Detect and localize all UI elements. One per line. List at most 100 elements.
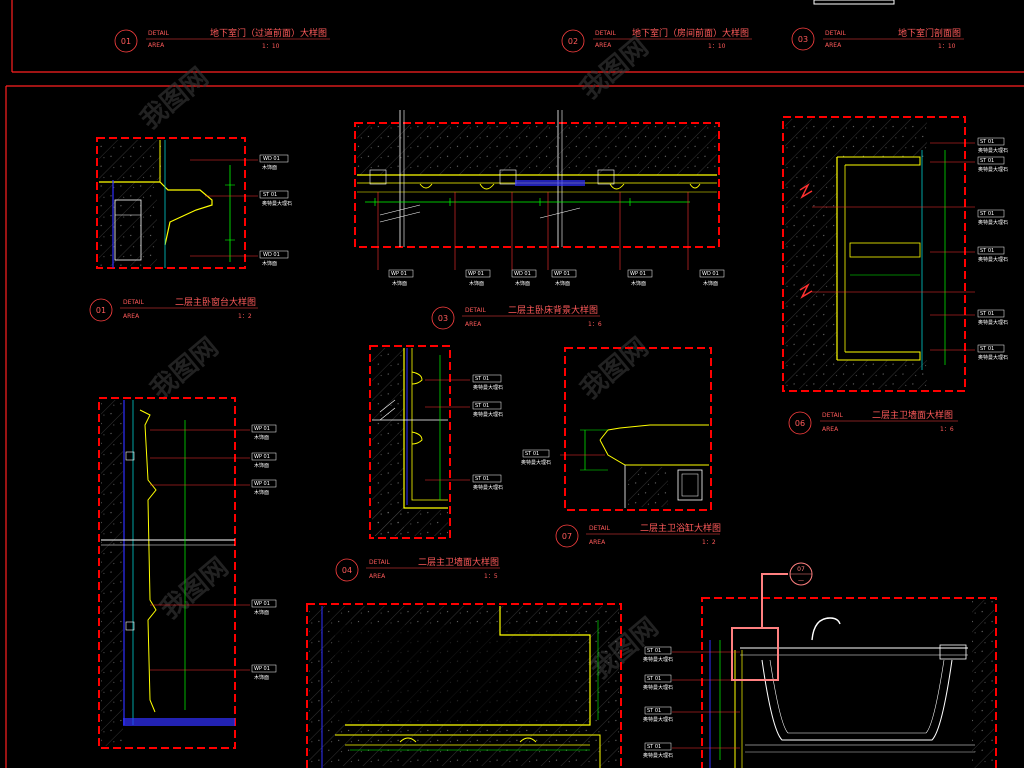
svg-text:DETAIL: DETAIL [148,30,169,37]
svg-text:DETAIL: DETAIL [825,30,846,37]
svg-text:01: 01 [121,37,131,46]
svg-text:二层主卧床背景大样图: 二层主卧床背景大样图 [508,304,598,316]
svg-text:AREA: AREA [369,573,386,580]
detail-01-window-sill: WD 01 木饰面 ST 01 奥特曼大理石 WD 01 木饰面 [96,137,292,269]
svg-text:03: 03 [438,314,448,323]
svg-text:ST 01: ST 01 [980,139,994,145]
svg-text:WD 01: WD 01 [702,271,719,277]
detail-04-bath-wall-section: ST 01 奥特曼大理石 ST 01 奥特曼大理石 ST 01 奥特曼大理石 [369,345,503,539]
svg-text:1：10: 1：10 [262,43,280,50]
top-title-03: 03 DETAIL AREA 地下室门剖面图 1：10 [791,27,964,51]
svg-text:奥特曼大理石: 奥特曼大理石 [978,354,1008,361]
svg-text:奥特曼大理石: 奥特曼大理石 [643,752,673,759]
svg-text:奥特曼大理石: 奥特曼大理石 [978,166,1008,173]
detail-07-title: 07 DETAIL AREA 二层主卫浴缸大样图 1：2 [555,522,721,548]
svg-text:ST 01: ST 01 [647,708,661,714]
svg-text:木饰面: 木饰面 [631,280,646,287]
svg-text:奥特曼大理石: 奥特曼大理石 [643,656,673,663]
svg-text:—: — [798,577,804,584]
svg-text:ST 01: ST 01 [647,744,661,750]
main-sheet-border [5,85,1024,768]
svg-text:奥特曼大理石: 奥特曼大理石 [643,684,673,691]
svg-text:木饰面: 木饰面 [262,164,277,171]
svg-text:WD 01: WD 01 [514,271,531,277]
svg-text:我图网: 我图网 [575,32,654,105]
svg-text:奥特曼大理石: 奥特曼大理石 [978,256,1008,263]
svg-text:我图网: 我图网 [145,332,224,405]
svg-text:WP 01: WP 01 [254,601,270,607]
detail-bottom-bathtub: ST 01 奥特曼大理石 ST 01 奥特曼大理石 ST 01 奥特曼大理石 S… [643,562,997,768]
svg-text:木饰面: 木饰面 [254,674,269,681]
svg-text:1：10: 1：10 [708,43,726,50]
detail-06-bath-wall: ST 01 奥特曼大理石 ST 01 奥特曼大理石 ST 01 奥特曼大理石 S… [782,116,1008,392]
svg-text:1：6: 1：6 [588,321,602,328]
svg-text:奥特曼大理石: 奥特曼大理石 [473,484,503,491]
svg-text:WP 01: WP 01 [254,666,270,672]
svg-text:ST 01: ST 01 [475,403,489,409]
svg-text:WP 01: WP 01 [554,271,570,277]
svg-text:DETAIL: DETAIL [589,525,610,532]
svg-text:AREA: AREA [148,42,165,49]
svg-text:03: 03 [798,35,808,44]
top-title-02: 02 DETAIL AREA 地下室门（房间前面）大样图 1：10 [561,27,752,53]
detail-04-title: 04 DETAIL AREA 二层主卫墙面大样图 1：5 [335,556,500,582]
svg-text:ST 01: ST 01 [980,248,994,254]
svg-text:奥特曼大理石: 奥特曼大理石 [643,716,673,723]
svg-text:ST 01: ST 01 [647,676,661,682]
svg-text:二层主卫墙面大样图: 二层主卫墙面大样图 [872,409,953,421]
svg-text:木饰面: 木饰面 [555,280,570,287]
svg-text:我图网: 我图网 [155,552,234,625]
svg-text:木饰面: 木饰面 [262,260,277,267]
svg-text:DETAIL: DETAIL [369,559,390,566]
svg-text:木饰面: 木饰面 [469,280,484,287]
detail-07-tub-edge: ST 01 奥特曼大理石 [521,347,712,511]
svg-text:WP 01: WP 01 [254,426,270,432]
svg-text:WD 01: WD 01 [263,252,280,258]
svg-text:我图网: 我图网 [135,62,214,135]
svg-text:地下室门剖面图: 地下室门剖面图 [898,27,961,39]
svg-text:WP 01: WP 01 [254,481,270,487]
svg-text:07: 07 [797,566,805,573]
svg-text:AREA: AREA [465,321,482,328]
svg-text:AREA: AREA [123,313,140,320]
top-title-01: 01 DETAIL AREA 地下室门（过道前面）大样图 1：10 [114,27,330,53]
svg-text:07: 07 [562,532,572,541]
svg-text:1：2: 1：2 [238,313,252,320]
svg-text:02: 02 [568,37,578,46]
svg-text:奥特曼大理石: 奥特曼大理石 [473,384,503,391]
svg-text:ST 01: ST 01 [525,451,539,457]
detail-bottom-floor-plan [306,603,622,768]
svg-text:ST 01: ST 01 [980,346,994,352]
svg-text:ST 01: ST 01 [980,211,994,217]
svg-text:ST 01: ST 01 [263,192,277,198]
svg-text:奥特曼大理石: 奥特曼大理石 [978,319,1008,326]
svg-text:DETAIL: DETAIL [465,307,486,314]
svg-text:二层主卫浴缸大样图: 二层主卫浴缸大样图 [640,522,721,534]
detail-06-title: 06 DETAIL AREA 二层主卫墙面大样图 1：6 [788,409,958,435]
svg-text:AREA: AREA [589,539,606,546]
svg-text:木饰面: 木饰面 [254,609,269,616]
svg-text:奥特曼大理石: 奥特曼大理石 [473,411,503,418]
svg-text:ST 01: ST 01 [980,158,994,164]
svg-text:奥特曼大理石: 奥特曼大理石 [978,219,1008,226]
svg-text:1：2: 1：2 [702,539,716,546]
svg-text:木饰面: 木饰面 [703,280,718,287]
detail-01-title: 01 DETAIL AREA 二层主卧窗台大样图 1：2 [89,296,258,322]
svg-text:WP 01: WP 01 [468,271,484,277]
svg-text:奥特曼大理石: 奥特曼大理石 [978,147,1008,154]
svg-text:04: 04 [342,566,352,575]
svg-text:木饰面: 木饰面 [392,280,407,287]
svg-text:二层主卫墙面大样图: 二层主卫墙面大样图 [418,556,499,568]
svg-text:1：5: 1：5 [484,573,498,580]
svg-text:WP 01: WP 01 [630,271,646,277]
svg-text:奥特曼大理石: 奥特曼大理石 [262,200,292,207]
svg-text:木饰面: 木饰面 [254,489,269,496]
svg-text:木饰面: 木饰面 [515,280,530,287]
svg-text:1：10: 1：10 [938,43,956,50]
svg-text:WP 01: WP 01 [254,454,270,460]
svg-text:DETAIL: DETAIL [822,412,843,419]
svg-text:AREA: AREA [825,42,842,49]
svg-text:DETAIL: DETAIL [123,299,144,306]
svg-text:ST 01: ST 01 [475,376,489,382]
